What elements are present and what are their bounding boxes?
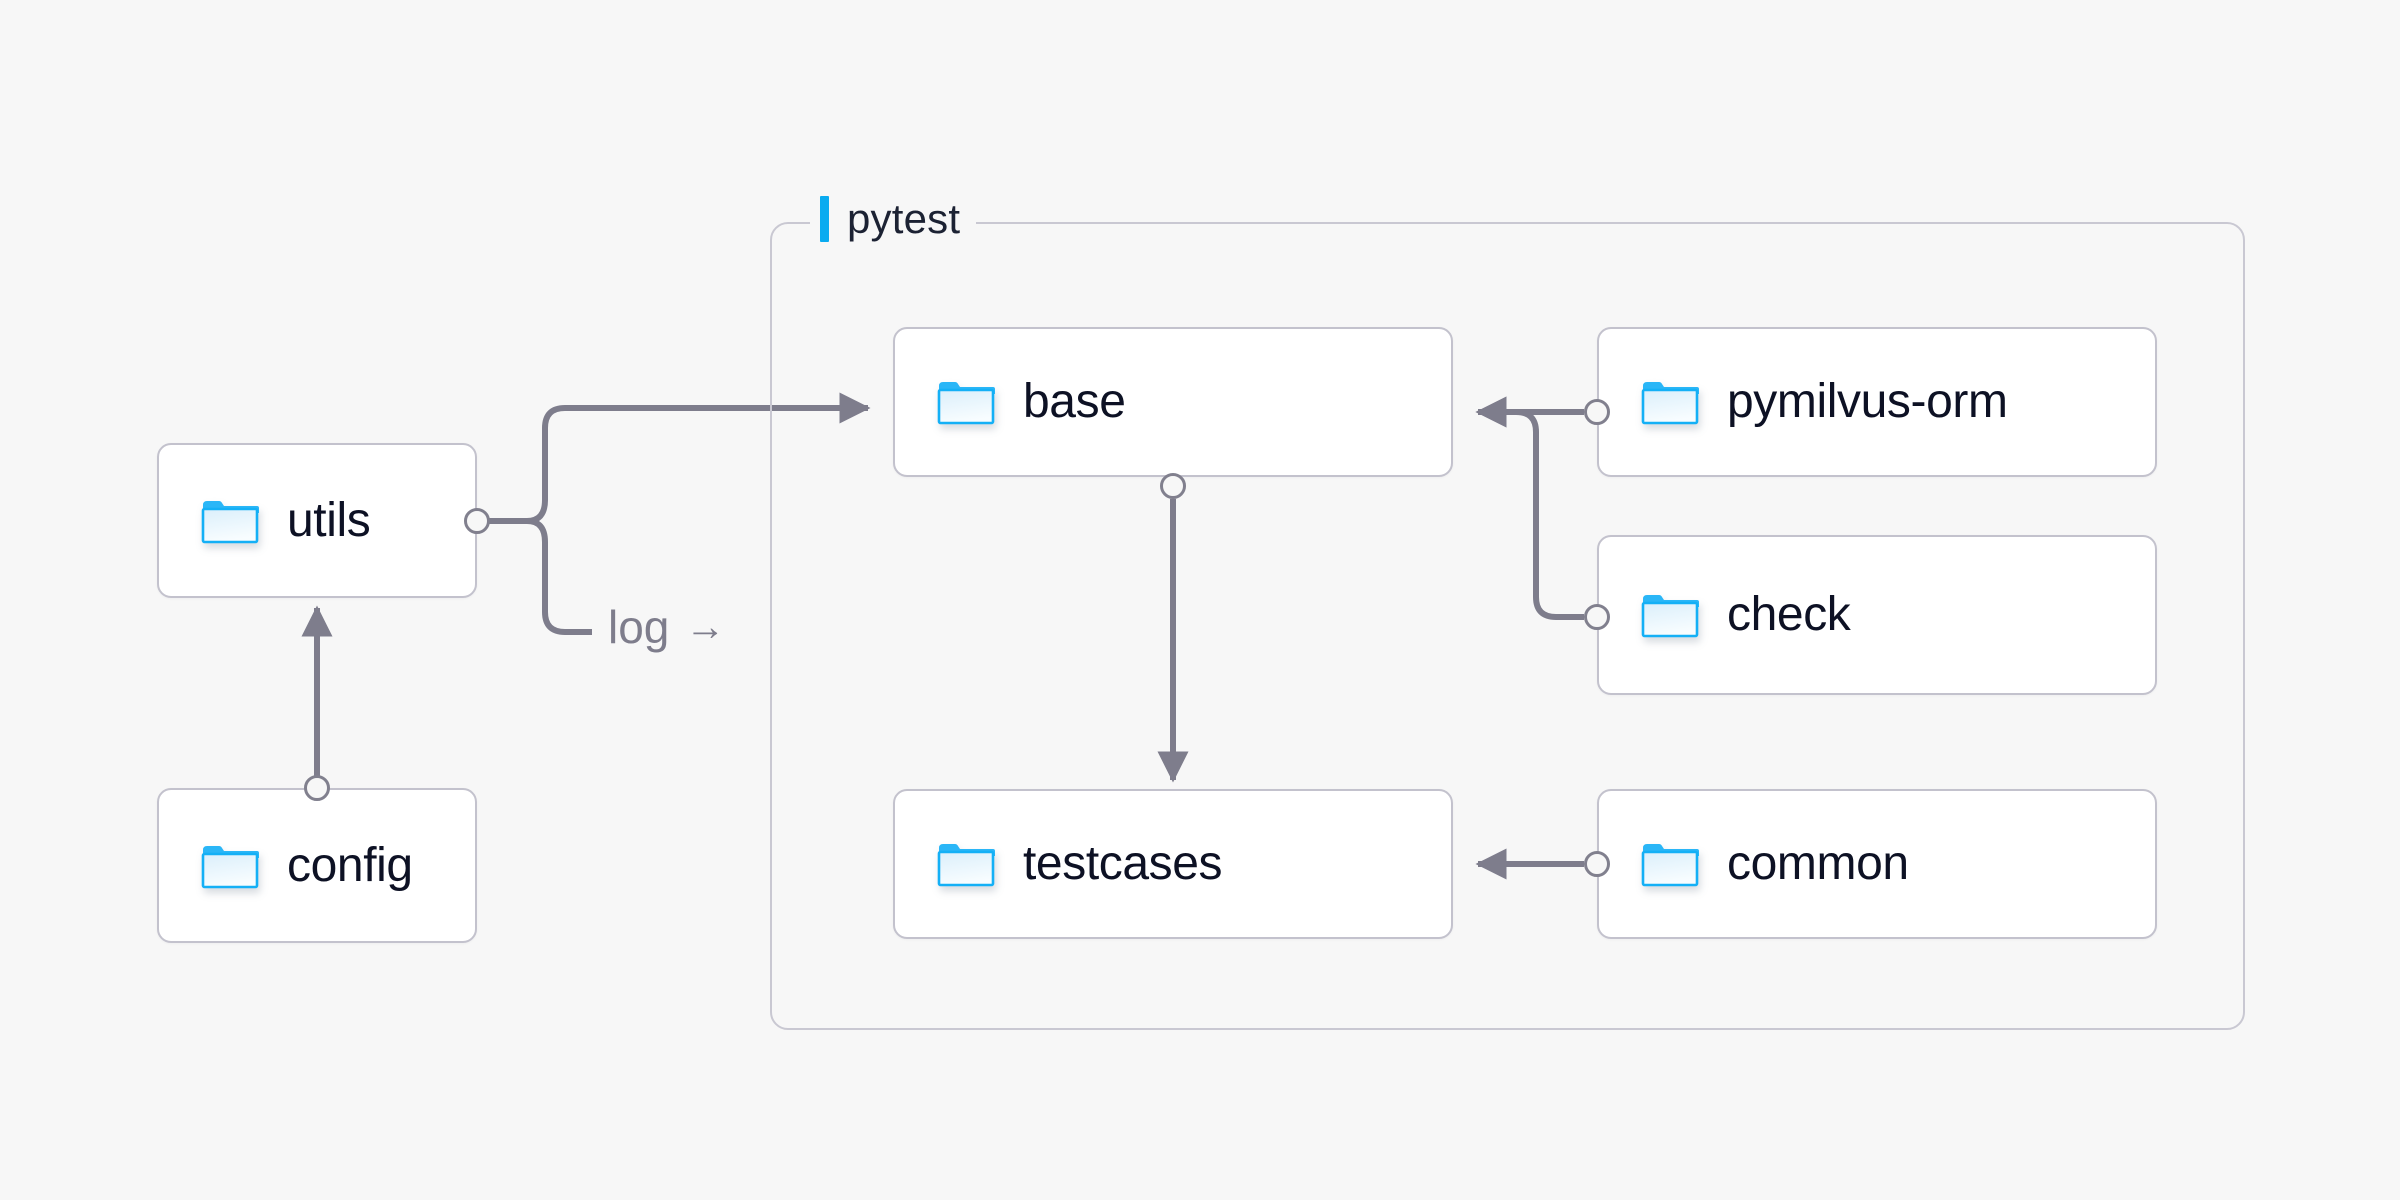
- node-base-label: base: [1023, 375, 1126, 428]
- port-config-top[interactable]: [304, 775, 330, 801]
- edge-label-log-text: log: [608, 601, 670, 653]
- group-title: pytest: [847, 195, 961, 242]
- folder-icon: [937, 844, 995, 887]
- node-config-label: config: [287, 838, 413, 892]
- node-config[interactable]: config: [157, 788, 477, 943]
- node-base[interactable]: base: [893, 327, 1453, 477]
- edge-label-log: log →: [600, 601, 734, 653]
- port-utils-right[interactable]: [464, 508, 490, 534]
- group-accent-bar: [820, 196, 829, 242]
- node-testcases-label: testcases: [1023, 837, 1223, 890]
- node-common-label: common: [1727, 837, 1909, 890]
- node-check[interactable]: check: [1597, 535, 2157, 695]
- folder-icon: [1641, 595, 1699, 638]
- port-pymilvus-orm-left[interactable]: [1584, 399, 1610, 425]
- node-common[interactable]: common: [1597, 789, 2157, 939]
- wire-utils-to-log: [526, 518, 592, 635]
- port-common-left[interactable]: [1584, 851, 1610, 877]
- node-pymilvus-orm[interactable]: pymilvus-orm: [1597, 327, 2157, 477]
- group-pytest[interactable]: [770, 222, 2245, 1030]
- folder-icon: [1641, 844, 1699, 887]
- folder-icon: [937, 382, 995, 425]
- node-utils[interactable]: utils: [157, 443, 477, 598]
- port-base-bottom[interactable]: [1160, 473, 1186, 499]
- folder-icon: [1641, 382, 1699, 425]
- folder-icon: [201, 845, 259, 888]
- node-testcases[interactable]: testcases: [893, 789, 1453, 939]
- node-check-label: check: [1727, 588, 1851, 641]
- node-pymilvus-orm-label: pymilvus-orm: [1727, 375, 2008, 428]
- folder-icon: [201, 500, 259, 543]
- arrow-right-icon: →: [685, 605, 726, 649]
- group-pytest-label: pytest: [810, 195, 977, 243]
- node-utils-label: utils: [287, 493, 371, 547]
- port-check-left[interactable]: [1584, 604, 1610, 630]
